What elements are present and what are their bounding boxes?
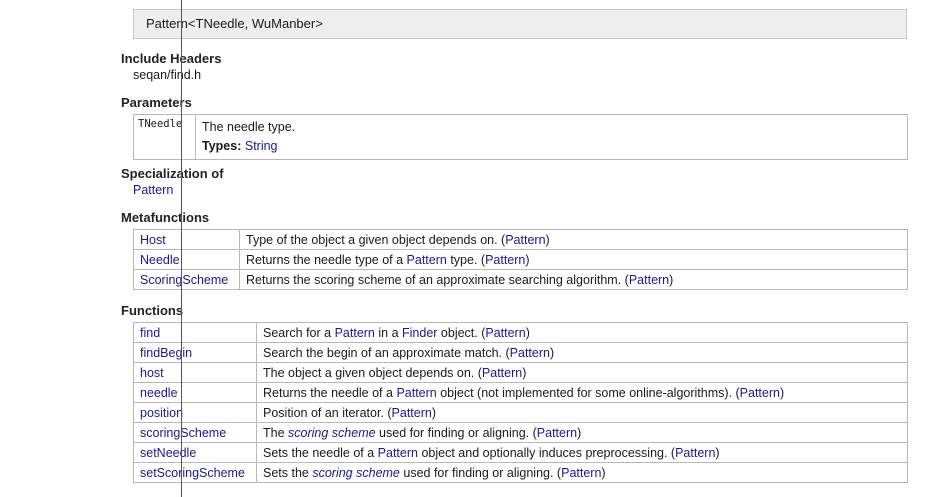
signature-box: Pattern<TNeedle, WuManber>	[133, 9, 907, 39]
function-description: Returns the needle of a Pattern object (…	[256, 382, 908, 403]
pattern-link[interactable]: Pattern	[739, 385, 780, 400]
pattern-link[interactable]: Pattern	[334, 325, 375, 340]
metafunction-link-needle[interactable]: Needle	[140, 252, 180, 267]
param-description: The needle type. Types: String	[195, 114, 908, 160]
include-header-file: seqan/find.h	[133, 68, 202, 82]
function-name-cell: needle	[133, 382, 257, 403]
function-name-cell: host	[133, 362, 257, 383]
function-link-needle[interactable]: needle	[140, 385, 178, 400]
pattern-link[interactable]: Pattern	[406, 252, 447, 267]
function-name-cell: setNeedle	[133, 442, 257, 463]
pattern-link[interactable]: Pattern	[561, 465, 602, 480]
table-row: TNeedle The needle type. Types: String	[133, 114, 908, 160]
function-name-cell: setScoringScheme	[133, 462, 257, 483]
pattern-link[interactable]: Pattern	[396, 385, 437, 400]
metafunction-description: Returns the needle type of a Pattern typ…	[239, 249, 908, 270]
table-row: scoringScheme The scoring scheme used fo…	[133, 422, 908, 443]
function-description: Position of an iterator. (Pattern)	[256, 402, 908, 423]
table-row: setNeedle Sets the needle of a Pattern o…	[133, 442, 908, 463]
parameters-heading: Parameters	[121, 95, 192, 110]
pattern-link[interactable]: Pattern	[485, 325, 526, 340]
include-headers-heading: Include Headers	[121, 51, 222, 66]
table-row: needle Returns the needle of a Pattern o…	[133, 382, 908, 403]
pattern-link[interactable]: Pattern	[481, 365, 523, 380]
table-row: ScoringScheme Returns the scoring scheme…	[133, 269, 908, 290]
scoring-scheme-link[interactable]: scoring scheme	[312, 465, 400, 480]
function-link-findbegin[interactable]: findBegin	[140, 345, 193, 360]
metafunctions-heading: Metafunctions	[121, 210, 210, 225]
function-link-find[interactable]: find	[140, 325, 161, 340]
param-name: TNeedle	[133, 114, 196, 160]
functions-table: find Search for a Pattern in a Finder ob…	[133, 322, 908, 483]
function-link-scoringscheme[interactable]: scoringScheme	[140, 425, 227, 440]
function-description: The object a given object depends on. (P…	[256, 362, 908, 383]
signature-text: Pattern<TNeedle, WuManber>	[146, 16, 323, 31]
function-description: Sets the needle of a Pattern object and …	[256, 442, 908, 463]
scoring-scheme-link[interactable]: scoring scheme	[288, 425, 376, 440]
metafunction-name-cell: ScoringScheme	[133, 269, 240, 290]
function-description: Search the begin of an approximate match…	[256, 342, 908, 363]
function-description: Search for a Pattern in a Finder object.…	[256, 322, 908, 343]
param-description-text: The needle type.	[202, 120, 296, 134]
metafunction-description: Type of the object a given object depend…	[239, 229, 908, 250]
specialization-link[interactable]: Pattern	[133, 183, 174, 197]
pattern-link[interactable]: Pattern	[377, 445, 418, 460]
pattern-link[interactable]: Pattern	[675, 445, 716, 460]
table-row: Host Type of the object a given object d…	[133, 229, 908, 250]
pattern-link[interactable]: Pattern	[485, 252, 526, 267]
function-description: The scoring scheme used for finding or a…	[256, 422, 908, 443]
function-name-cell: position	[133, 402, 257, 423]
functions-heading: Functions	[121, 303, 184, 318]
parameters-table: TNeedle The needle type. Types: String	[133, 114, 908, 160]
param-types-line: Types: String	[202, 137, 901, 156]
pattern-link[interactable]: Pattern	[628, 272, 670, 287]
table-row: findBegin Search the begin of an approxi…	[133, 342, 908, 363]
function-link-setscoringscheme[interactable]: setScoringScheme	[140, 465, 245, 480]
metafunction-name-cell: Needle	[133, 249, 240, 270]
function-link-position[interactable]: position	[140, 405, 184, 420]
table-row: setScoringScheme Sets the scoring scheme…	[133, 462, 908, 483]
function-link-setneedle[interactable]: setNeedle	[140, 445, 197, 460]
specialization-heading: Specialization of	[121, 166, 224, 181]
function-name-cell: findBegin	[133, 342, 257, 363]
function-name-cell: scoringScheme	[133, 422, 257, 443]
metafunctions-table: Host Type of the object a given object d…	[133, 229, 908, 290]
function-name-cell: find	[133, 322, 257, 343]
metafunction-link-host[interactable]: Host	[140, 232, 166, 247]
pattern-link[interactable]: Pattern	[391, 405, 432, 420]
param-types-label: Types:	[202, 139, 242, 153]
table-row: host The object a given object depends o…	[133, 362, 908, 383]
finder-link[interactable]: Finder	[402, 325, 438, 340]
pattern-link[interactable]: Pattern	[509, 345, 550, 360]
pattern-link[interactable]: Pattern	[536, 425, 578, 440]
table-row: Needle Returns the needle type of a Patt…	[133, 249, 908, 270]
metafunction-link-scoringscheme[interactable]: ScoringScheme	[140, 272, 229, 287]
param-type-link[interactable]: String	[244, 139, 278, 153]
table-row: find Search for a Pattern in a Finder ob…	[133, 322, 908, 343]
function-description: Sets the scoring scheme used for finding…	[256, 462, 908, 483]
pattern-link[interactable]: Pattern	[505, 232, 546, 247]
function-link-host[interactable]: host	[140, 365, 164, 380]
table-row: position Position of an iterator. (Patte…	[133, 402, 908, 423]
metafunction-name-cell: Host	[133, 229, 240, 250]
metafunction-description: Returns the scoring scheme of an approxi…	[239, 269, 908, 290]
